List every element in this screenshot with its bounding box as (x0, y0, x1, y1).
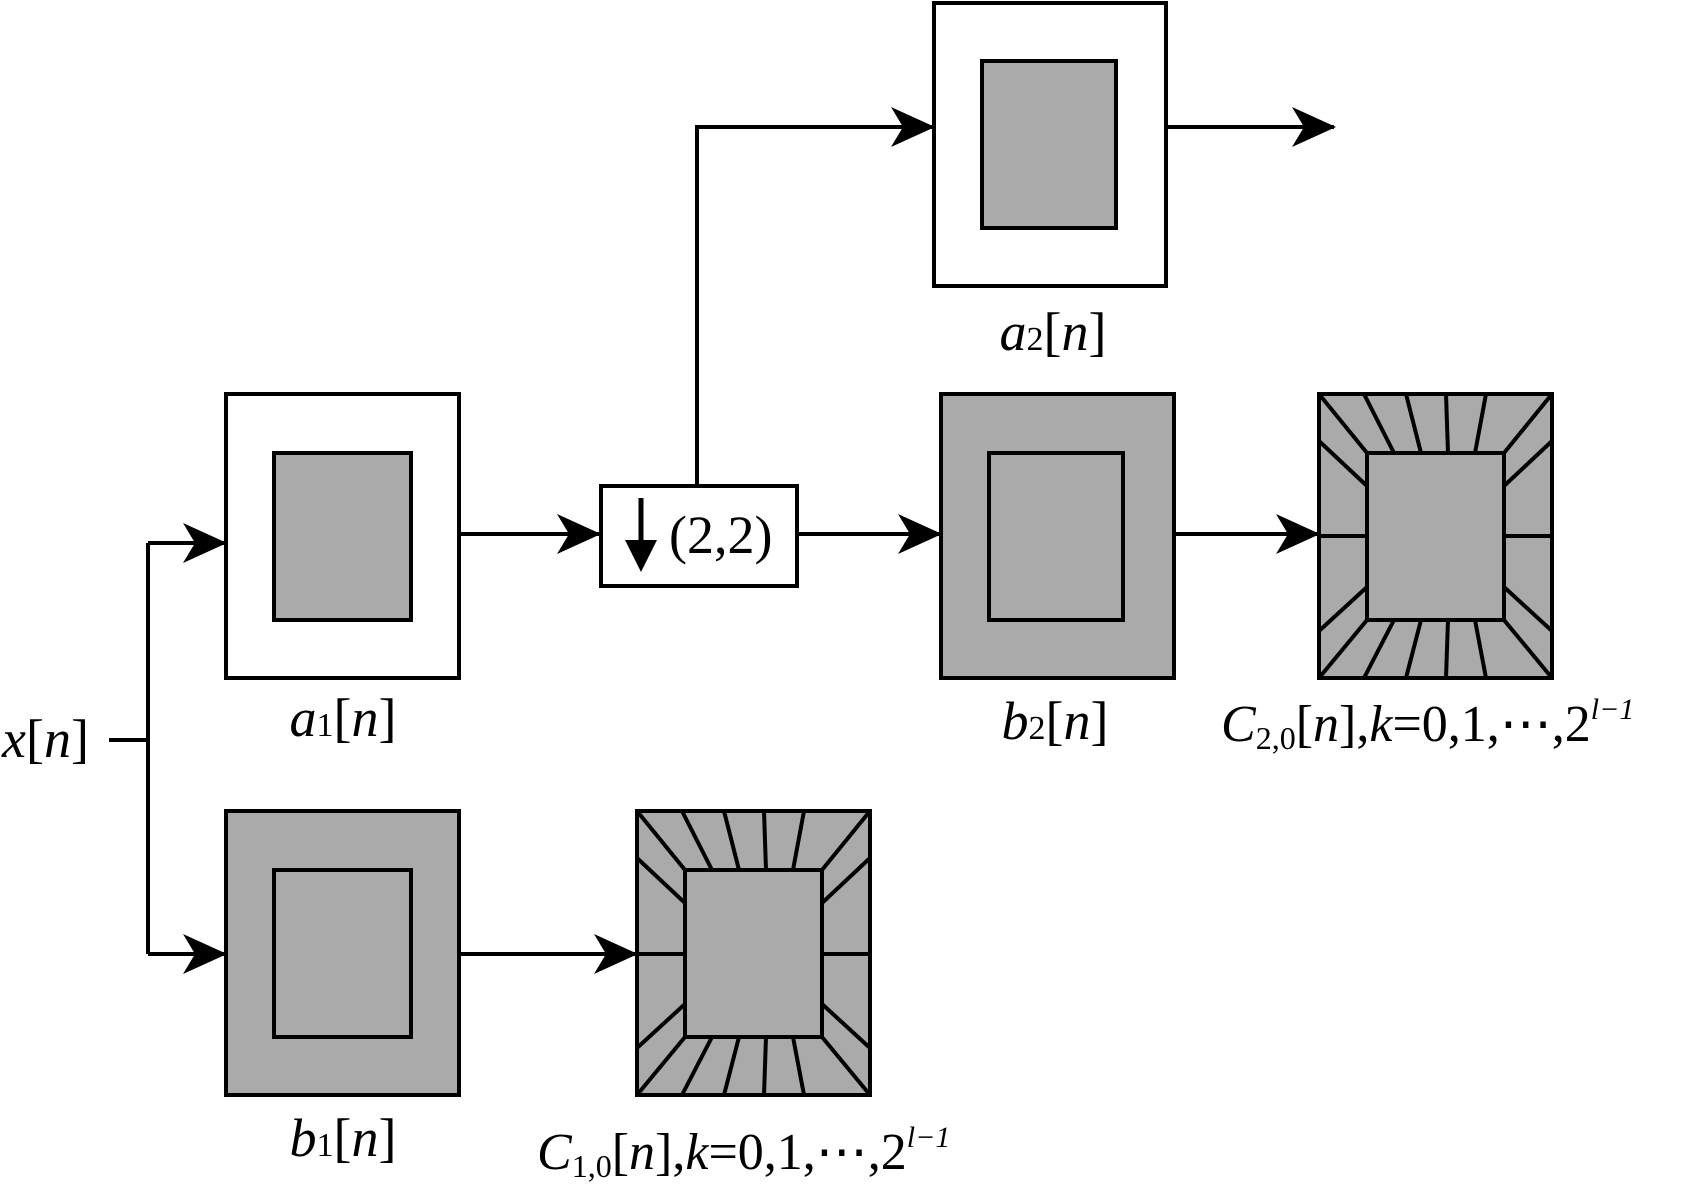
c1-block (635, 809, 872, 1097)
down-arrow-icon (625, 498, 657, 572)
b1-label: b1[n] (290, 1108, 397, 1168)
b1-block (224, 809, 461, 1097)
c2-label: C2,0[n],k=0,1,⋯,2l−1 (1221, 693, 1634, 756)
c1-label: C1,0[n],k=0,1,⋯,2l−1 (537, 1121, 950, 1184)
arrow-downsample-to-a2 (695, 107, 935, 486)
c2-block (1317, 392, 1554, 680)
a1-label: a1[n] (290, 688, 397, 748)
input-label: x[n] (1, 709, 89, 769)
b2-block (939, 392, 1176, 680)
a2-label: a2[n] (1000, 302, 1107, 362)
b2-label: b2[n] (1002, 691, 1109, 751)
a1-block (224, 392, 461, 680)
a2-block (932, 1, 1168, 288)
downsample-block: (2,2) (599, 484, 799, 588)
downsample-factor: (2,2) (669, 505, 772, 565)
